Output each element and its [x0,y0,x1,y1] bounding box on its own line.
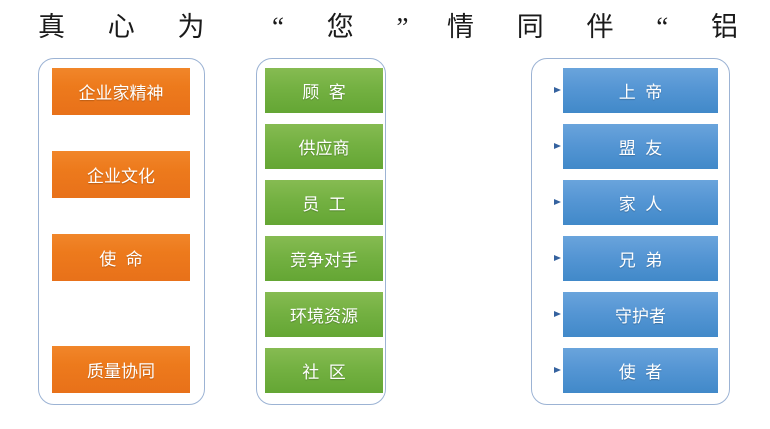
role-box-5[interactable]: 守护者 [563,292,718,337]
stakeholder-box-label: 竞争对手 [290,251,358,270]
value-box-label: 企业文化 [87,167,155,186]
role-box-3[interactable]: 家 人 [563,180,718,225]
stakeholder-box-1[interactable]: 顾 客 [265,68,383,113]
value-box-label: 使 命 [99,250,143,269]
role-box-2[interactable]: 盟 友 [563,124,718,169]
role-box-label: 使 者 [618,363,663,382]
role-box-label: 家 人 [618,195,663,214]
value-box-4[interactable]: 质量协同 [52,346,190,393]
role-box-label: 盟 友 [618,139,663,158]
value-box-label: 企业家精神 [78,84,164,103]
stakeholder-box-6[interactable]: 社 区 [265,348,383,393]
stakeholder-box-4[interactable]: 竞争对手 [265,236,383,281]
stakeholder-box-3[interactable]: 员 工 [265,180,383,225]
relationship-roles-panel [531,58,730,405]
role-box-label: 兄 弟 [618,251,663,270]
stakeholder-box-label: 供应商 [298,139,350,158]
role-box-label: 守护者 [615,307,666,326]
page-title-part-3: 情 同 伴 “ 铝 ” [447,11,756,42]
role-box-4[interactable]: 兄 弟 [563,236,718,281]
value-box-3[interactable]: 使 命 [52,234,190,281]
role-box-6[interactable]: 使 者 [563,348,718,393]
stakeholder-box-label: 顾 客 [302,83,346,102]
value-box-1[interactable]: 企业家精神 [52,68,190,115]
stakeholder-box-5[interactable]: 环境资源 [265,292,383,337]
page-title: 真 心 为 “ 您 ” 情 同 伴 “ 铝 ” [0,6,770,48]
role-box-label: 上 帝 [618,83,663,102]
value-box-label: 质量协同 [87,362,155,381]
page-title-part-1: 真 心 为 [38,11,223,42]
stakeholders-panel [256,58,386,405]
page-title-part-2: “ 您 ” [272,11,427,42]
stakeholder-box-2[interactable]: 供应商 [265,124,383,169]
role-box-1[interactable]: 上 帝 [563,68,718,113]
stakeholder-box-label: 环境资源 [290,307,358,326]
stakeholder-box-label: 社 区 [302,363,346,382]
value-box-2[interactable]: 企业文化 [52,151,190,198]
stakeholder-box-label: 员 工 [302,195,346,214]
